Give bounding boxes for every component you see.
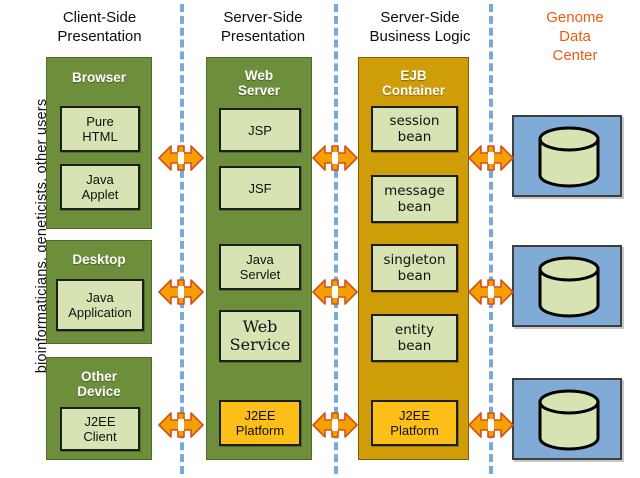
box-web-service[interactable]: Web Service [219,310,301,362]
divider-logic-data [489,4,493,474]
box-jsf[interactable]: JSF [219,166,301,210]
heading-genome-data-center: Genome Data Center [546,9,604,64]
database-panel-1[interactable] [512,115,622,197]
arrow-desktop-webserver[interactable] [158,274,204,310]
block-web-server: Web Server JSP JSF Java Servlet Web Serv… [206,57,312,460]
arrow-webserver-ejb-mid[interactable] [312,274,358,310]
double-arrow-icon [468,145,514,171]
block-ejb-container-title: EJB Container [381,68,445,98]
box-j2ee-platform-web[interactable]: J2EE Platform [219,400,301,446]
box-java-applet[interactable]: Java Applet [60,164,140,210]
arrow-ejb-db-top[interactable] [468,140,514,176]
double-arrow-icon [158,145,204,171]
arrow-otherdevice-webserver[interactable] [158,407,204,443]
block-desktop: Desktop Java Application [46,240,152,344]
box-j2ee-client[interactable]: J2EE Client [60,407,140,451]
database-icon [538,126,600,188]
box-jsp[interactable]: JSP [219,108,301,152]
divider-client-server [180,4,184,474]
double-arrow-icon [312,145,358,171]
block-web-server-title: Web Server [237,68,281,98]
block-other-device: Other Device J2EE Client [46,357,152,460]
double-arrow-icon [158,279,204,305]
database-icon [538,256,600,318]
box-entity-bean[interactable]: entity bean [371,314,458,362]
box-pure-html[interactable]: Pure HTML [60,106,140,152]
database-panel-2[interactable] [512,245,622,327]
arrow-ejb-db-bottom[interactable] [468,407,514,443]
double-arrow-icon [312,279,358,305]
database-icon [538,389,600,451]
arrow-webserver-ejb-bottom[interactable] [312,407,358,443]
double-arrow-icon [468,412,514,438]
block-other-device-title: Other Device [77,369,121,399]
box-java-application[interactable]: Java Application [56,279,144,331]
box-session-bean[interactable]: session bean [371,106,458,152]
block-ejb-container: EJB Container session bean message bean … [358,57,469,460]
database-panel-3[interactable] [512,378,622,460]
box-java-servlet[interactable]: Java Servlet [219,244,301,290]
heading-client-side-presentation: Client-Side Presentation [57,9,142,45]
heading-server-side-presentation: Server-Side Presentation [220,9,306,45]
double-arrow-icon [312,412,358,438]
double-arrow-icon [158,412,204,438]
box-j2ee-platform-ejb[interactable]: J2EE Platform [371,400,458,446]
arrow-webserver-ejb-top[interactable] [312,140,358,176]
box-singleton-bean[interactable]: singleton bean [371,244,458,292]
arrow-browser-webserver[interactable] [158,140,204,176]
block-browser-title: Browser [71,70,127,85]
double-arrow-icon [468,279,514,305]
arrow-ejb-db-mid[interactable] [468,274,514,310]
divider-presentation-logic [334,4,338,474]
box-message-bean[interactable]: message bean [371,175,458,223]
block-desktop-title: Desktop [72,252,126,267]
heading-server-side-business-logic: Server-Side Business Logic [369,9,471,45]
block-browser: Browser Pure HTML Java Applet [46,57,152,229]
